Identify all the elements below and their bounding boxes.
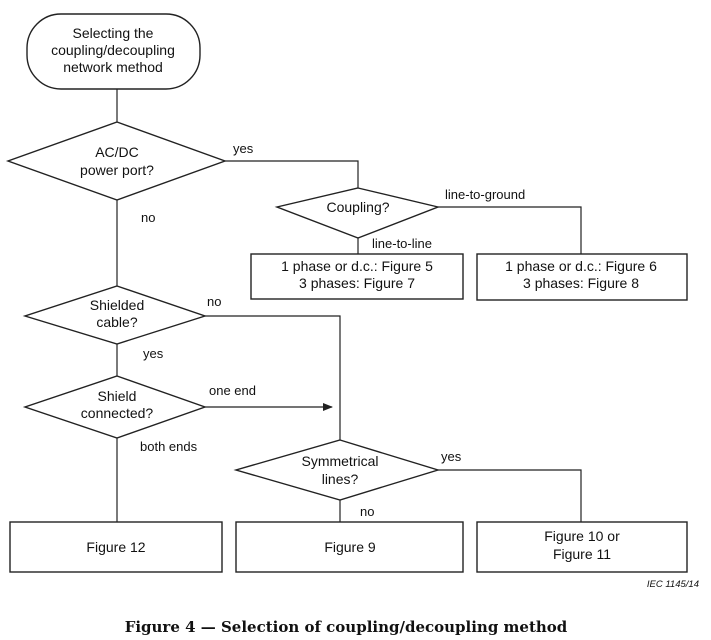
edge-label-shielded-no: no	[207, 294, 221, 309]
outcome-line-to-ground-line-2: 3 phases: Figure 8	[523, 275, 639, 291]
decision-shield-connected: Shield connected?	[22, 375, 208, 439]
decision-shielded-line-2: cable?	[96, 314, 137, 330]
decision-coupling: Coupling?	[274, 187, 441, 239]
connector-symmetrical-yes	[438, 469, 582, 522]
connector-acdc-yes	[225, 160, 359, 188]
decision-acdc: AC/DC power port?	[5, 121, 228, 201]
outcome-figure-9: Figure 9	[235, 521, 464, 573]
edge-label-symmetrical-no: no	[360, 504, 374, 519]
edge-label-acdc-yes: yes	[233, 141, 254, 156]
edge-label-line-to-ground: line-to-ground	[445, 187, 525, 202]
edge-label-both-ends: both ends	[140, 439, 198, 454]
decision-symmetrical-line-2: lines?	[322, 471, 359, 487]
outcome-line-to-line-line-2: 3 phases: Figure 7	[299, 275, 415, 291]
connector-shielded-no	[205, 315, 341, 440]
start-node: Selecting the coupling/decoupling networ…	[26, 13, 201, 90]
decision-symmetrical-line-1: Symmetrical	[301, 453, 378, 469]
outcome-figure-12: Figure 12	[9, 521, 223, 573]
decision-coupling-line-1: Coupling?	[326, 199, 389, 215]
edge-label-symmetrical-yes: yes	[441, 449, 462, 464]
edge-label-acdc-no: no	[141, 210, 155, 225]
decision-coupling-diamond	[274, 187, 441, 239]
decision-acdc-line-1: AC/DC	[95, 144, 139, 160]
outcome-figure-10-11-line-2: Figure 11	[553, 546, 611, 562]
edge-label-one-end: one end	[209, 383, 256, 398]
decision-symmetrical-diamond	[233, 439, 441, 501]
decision-shield-connected-diamond	[22, 375, 208, 439]
decision-shielded-line-1: Shielded	[90, 297, 145, 313]
outcome-line-to-ground-line-1: 1 phase or d.c.: Figure 6	[505, 258, 657, 274]
decision-symmetrical: Symmetrical lines?	[233, 439, 441, 501]
outcome-line-to-line-box	[250, 253, 464, 300]
start-terminator	[26, 13, 201, 90]
decision-shielded: Shielded cable?	[22, 285, 208, 345]
outcome-figure-12-box	[9, 521, 223, 573]
outcome-figure-9-box	[235, 521, 464, 573]
figure-caption: Figure 4 — Selection of coupling/decoupl…	[125, 618, 568, 636]
outcome-line-to-ground: 1 phase or d.c.: Figure 6 3 phases: Figu…	[476, 253, 688, 301]
connector-line-to-ground	[438, 206, 582, 254]
outcome-figure-10-11: Figure 10 or Figure 11	[476, 521, 688, 573]
decision-acdc-line-2: power port?	[80, 162, 154, 178]
outcome-figure-10-11-box	[476, 521, 688, 573]
outcome-figure-12-label: Figure 12	[86, 539, 145, 555]
outcome-figure-10-11-line-1: Figure 10 or	[544, 528, 620, 544]
start-line-3: network method	[63, 59, 163, 75]
edge-label-line-to-line: line-to-line	[372, 236, 432, 251]
outcome-line-to-line-line-1: 1 phase or d.c.: Figure 5	[281, 258, 433, 274]
outcome-line-to-ground-box	[476, 253, 688, 301]
edge-label-shielded-yes: yes	[143, 346, 164, 361]
outcome-figure-9-label: Figure 9	[324, 539, 376, 555]
decision-shield-connected-line-1: Shield	[98, 388, 137, 404]
start-line-1: Selecting the	[73, 25, 154, 41]
edge-labels: yes no line-to-ground line-to-line no ye…	[140, 141, 525, 519]
figure-reference: IEC 1145/14	[647, 579, 699, 590]
decision-shielded-diamond	[22, 285, 208, 345]
outcome-line-to-line: 1 phase or d.c.: Figure 5 3 phases: Figu…	[250, 253, 464, 300]
connectors	[116, 89, 582, 522]
decision-shield-connected-line-2: connected?	[81, 405, 154, 421]
decision-acdc-diamond	[5, 121, 228, 201]
start-line-2: coupling/decoupling	[51, 42, 175, 58]
